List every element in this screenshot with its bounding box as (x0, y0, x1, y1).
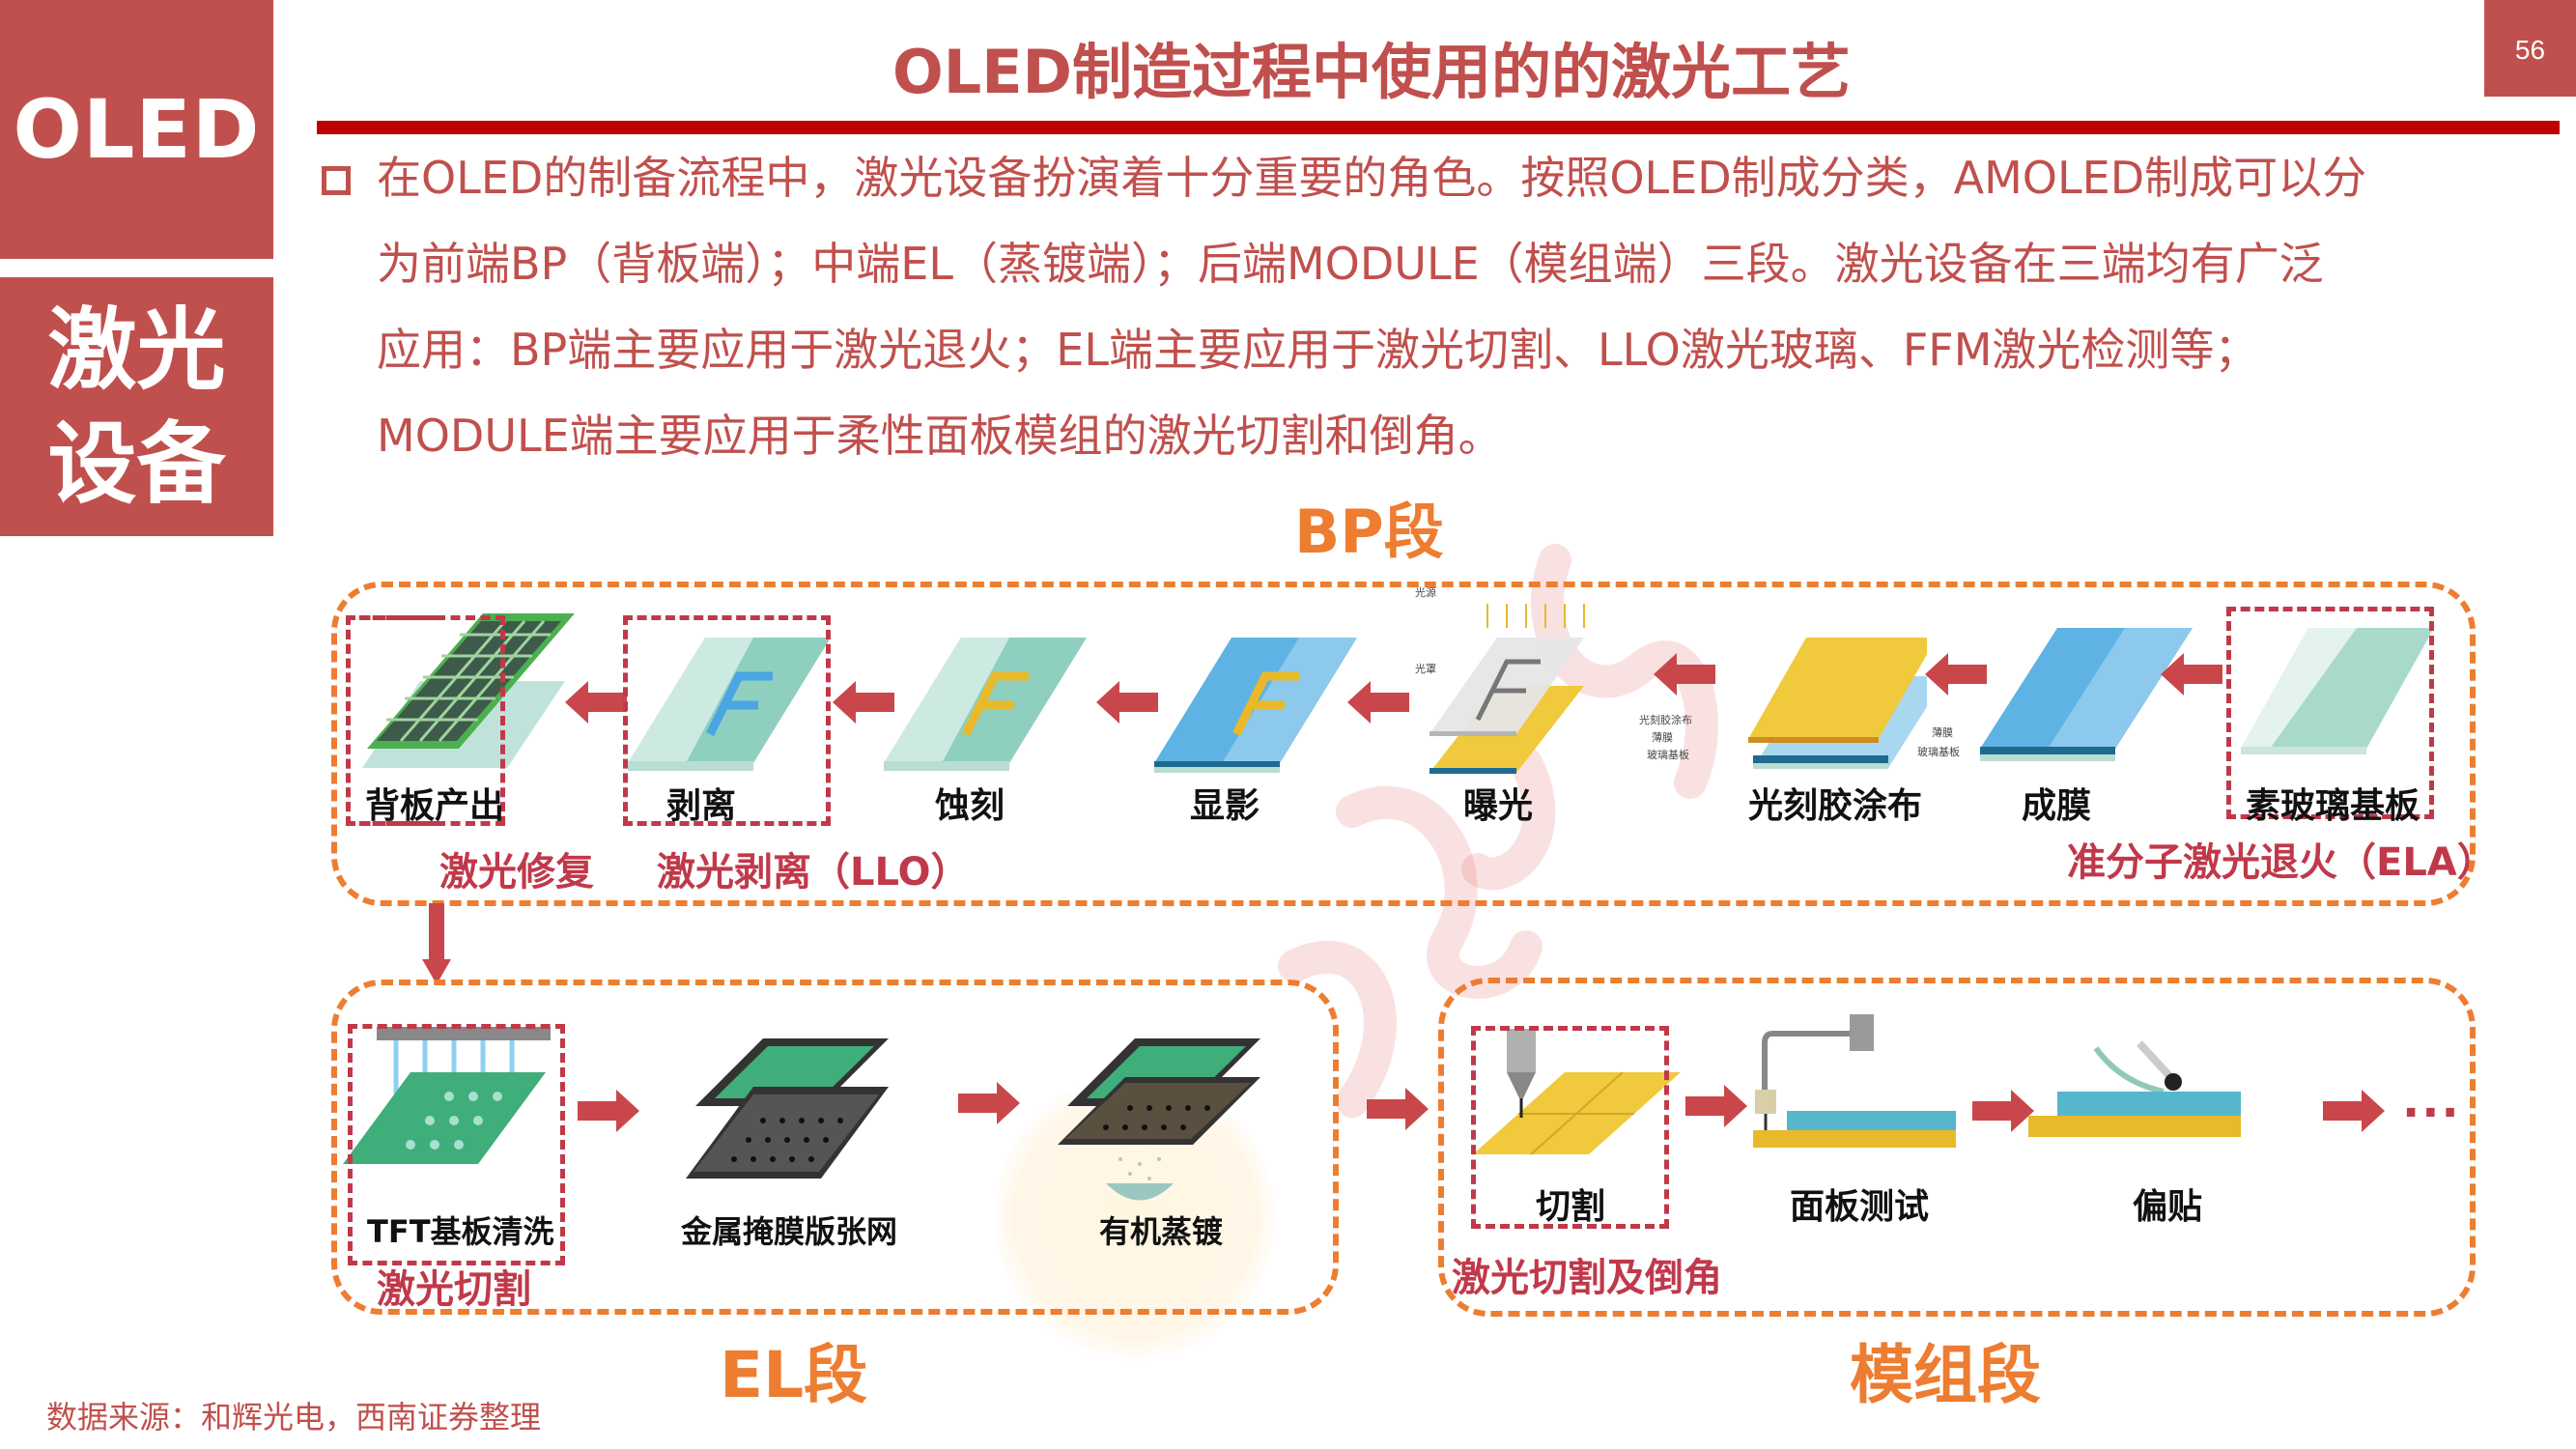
bp-step-label: 光刻胶涂布 (1748, 786, 1923, 826)
arrow-left-icon (2161, 653, 2222, 696)
hollow-square-bullet-icon (322, 166, 351, 195)
el-step-label: TFT基板清洗 (367, 1213, 554, 1250)
laser-frame-bare-glass (2226, 607, 2434, 819)
arrow-right-icon (1972, 1090, 2034, 1132)
polarizer-roller-icon (2028, 1040, 2241, 1137)
module-step-polarizer-attach (2028, 1034, 2250, 1140)
sidebar-laser-equipment-block: 激光 设备 (0, 277, 273, 536)
arrow-left-icon (1654, 653, 1715, 696)
el-segment-title: EL段 (720, 1338, 868, 1412)
el-step-tft-cleaning (343, 1019, 555, 1193)
bp-step-label: 素玻璃基板 (2246, 786, 2420, 826)
sidebar-label-line2: 设备 (47, 412, 226, 516)
callout-photoresist: 光刻胶涂布 (1639, 714, 1692, 726)
arrow-left-icon (565, 681, 627, 724)
callout-glass-substrate: 玻璃基板 (1647, 749, 1689, 761)
bp-step-etching (884, 628, 1096, 773)
bp-step-exposure (1420, 584, 1623, 778)
arrow-right-icon (578, 1090, 639, 1132)
bp-step-label: 剥离 (666, 786, 737, 826)
page-number: 56 (2484, 0, 2576, 97)
laser-frame-tft-cleaning (348, 1024, 565, 1265)
data-source-note: 数据来源：和辉光电，西南证券整理 (46, 1399, 542, 1435)
intro-paragraph: 在OLED的制备流程中，激光设备扮演着十分重要的角色。按照OLED制成分类，AM… (377, 135, 2540, 479)
arrow-left-icon (1925, 653, 1987, 696)
el-step-label: 金属掩膜版张网 (681, 1213, 898, 1250)
el-step-metal-mask-stretching (676, 1038, 908, 1183)
laser-frame-backplane-full (346, 615, 505, 826)
bp-step-label: 蚀刻 (935, 786, 1005, 826)
intro-line: 为前端BP（背板端）；中端EL（蒸镀端）；后端MODULE（模组端）三段。激光设… (377, 238, 2324, 290)
watermark-calligraphy-icon (1278, 544, 1718, 1118)
laser-note-cutting: 激光切割 (377, 1267, 531, 1312)
arrow-right-icon (1685, 1085, 1747, 1127)
bare-glass-icon (2241, 628, 2434, 754)
intro-line: 应用：BP端主要应用于激光退火；EL端主要应用于激光切割、LLO激光玻璃、FFM… (377, 324, 2259, 376)
glass-f-yellow-icon (884, 638, 1087, 771)
laser-note-llo: 激光剥离（LLO） (657, 850, 970, 895)
sidebar-oled-label: OLED (13, 82, 261, 177)
module-segment-title: 模组段 (1850, 1338, 2041, 1412)
laser-note-ela: 准分子激光退火（ELA） (2067, 840, 2496, 885)
page-title: OLED制造过程中使用的的激光工艺 (892, 37, 1852, 107)
bp-step-label: 曝光 (1463, 786, 1534, 826)
glass-f-blue-icon (628, 638, 831, 771)
el-step-organic-evaporation (1048, 1038, 1280, 1203)
bp-step-label: 成膜 (2022, 786, 2092, 826)
bp-step-label: 背板产出 (365, 786, 505, 826)
el-step-label: 有机蒸镀 (1099, 1213, 1224, 1250)
arrow-left-icon (833, 681, 894, 724)
laser-note-repair: 激光修复 (439, 850, 594, 895)
bp-step-photoresist-coating (1656, 618, 1927, 773)
laser-note-cut-chamfer: 激光切割及倒角 (1452, 1256, 1722, 1300)
bp-step-label: 显影 (1190, 786, 1260, 826)
bp-segment-title: BP段 (1294, 497, 1444, 567)
more-steps-ellipsis: ··· (2402, 1086, 2461, 1140)
module-step-label: 切割 (1536, 1187, 1606, 1227)
backplane-panel-icon (362, 613, 575, 768)
thin-film-glass-icon (1980, 628, 2193, 761)
arrow-down-icon (422, 903, 451, 984)
bp-step-backplane-output (343, 604, 575, 826)
bp-step-bare-glass-substrate (2231, 628, 2434, 773)
sidebar-label-line1: 激光 (47, 298, 226, 402)
arrow-right-icon (958, 1082, 1020, 1124)
spray-cleaning-icon (343, 1027, 551, 1164)
arrow-left-icon (1347, 681, 1409, 724)
intro-line: 在OLED的制备流程中，激光设备扮演着十分重要的角色。按照OLED制成分类，AM… (377, 152, 2367, 204)
callout-thin-film: 薄膜 (1652, 731, 1673, 744)
callout-light-source: 光源 (1415, 586, 1436, 599)
arrow-right-icon (2323, 1090, 2385, 1132)
sidebar-oled-block: OLED (0, 0, 273, 259)
module-step-label: 偏贴 (2133, 1187, 2203, 1227)
laser-frame-peel-off (623, 615, 831, 826)
arrow-right-icon (1367, 1088, 1429, 1130)
bp-step-film-forming (1970, 628, 2202, 773)
panel-test-probe-icon (1753, 1014, 1956, 1148)
laser-cutting-head-icon (1473, 1029, 1681, 1155)
module-step-label: 面板测试 (1790, 1187, 1930, 1227)
callout-thin-film: 薄膜 (1932, 726, 1953, 739)
module-step-cutting (1463, 1029, 1685, 1169)
callout-photomask: 光罩 (1415, 663, 1436, 675)
callout-glass-substrate: 玻璃基板 (1917, 746, 1960, 758)
module-step-panel-test (1753, 1005, 1966, 1150)
bp-step-peel-off (628, 628, 840, 773)
el-segment-box (331, 980, 1339, 1315)
glass-f-blue-film-icon (1154, 638, 1357, 773)
intro-line: MODULE端主要应用于柔性面板模组的激光切割和倒角。 (377, 410, 1503, 462)
exposure-mask-icon (1430, 604, 1585, 774)
arrow-left-icon (1096, 681, 1158, 724)
bp-step-developing (1154, 628, 1367, 773)
laser-frame-cutting (1471, 1026, 1669, 1229)
title-underline (317, 121, 2560, 134)
metal-mask-icon (686, 1038, 889, 1179)
evaporation-icon (1058, 1038, 1260, 1201)
bp-segment-box (331, 582, 2476, 906)
photoresist-layers-icon (1748, 638, 1927, 769)
module-segment-box (1438, 978, 2476, 1317)
